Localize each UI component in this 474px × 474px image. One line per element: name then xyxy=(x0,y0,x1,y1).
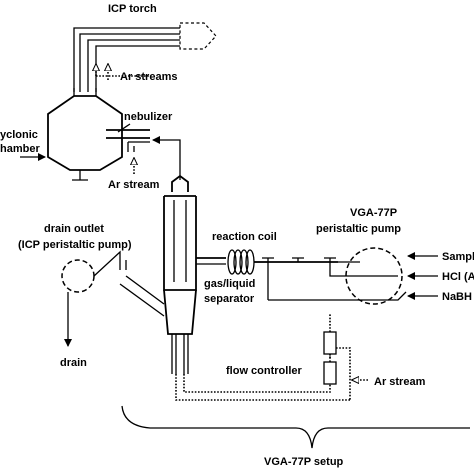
setup-brace xyxy=(121,405,470,449)
nebulizer-label: nebulizer xyxy=(124,111,173,123)
mixing-tees-tubing xyxy=(262,257,407,301)
flow-controller-label: flow controller xyxy=(226,365,303,377)
ar-stream-nebulizer-label: Ar stream xyxy=(108,179,160,191)
ar-streams-arrows xyxy=(96,64,150,80)
input-sample-label: Sampl xyxy=(442,251,474,263)
icp-torch-label: ICP torch xyxy=(108,3,157,15)
separator-label-2: separator xyxy=(204,293,255,305)
nebulizer xyxy=(106,129,150,152)
flow-controller xyxy=(175,314,351,401)
input-nabh-label: NaBH xyxy=(442,291,472,303)
cyclonic-chamber-label-1: yclonic xyxy=(0,129,38,141)
reaction-coil-label: reaction coil xyxy=(212,231,277,243)
separator-label-1: gas/liquid xyxy=(204,278,255,290)
cyclonic-spray-chamber xyxy=(47,88,123,181)
ar-streams-label: Ar streams xyxy=(120,71,177,83)
reaction-coil xyxy=(196,249,268,275)
vga-peristaltic-pump xyxy=(345,247,403,305)
drain-outlet-pump xyxy=(61,250,127,293)
drain-outlet-label-2: (ICP peristaltic pump) xyxy=(18,239,132,251)
pump-label-2: peristaltic pump xyxy=(316,223,401,235)
input-hcl-label: HCl (A xyxy=(442,271,474,283)
nebulizer-pointer xyxy=(117,123,131,133)
cyclonic-chamber-label-2: hamber xyxy=(0,143,40,155)
setup-label: VGA-77P setup xyxy=(264,456,344,468)
ar-stream-flow-label: Ar stream xyxy=(374,376,426,388)
gas-transfer-line xyxy=(152,136,181,180)
drain-outlet-label-1: drain outlet xyxy=(44,223,104,235)
drain-label: drain xyxy=(60,357,87,369)
pump-label-1: VGA-77P xyxy=(350,207,397,219)
gas-liquid-separator xyxy=(119,174,197,374)
